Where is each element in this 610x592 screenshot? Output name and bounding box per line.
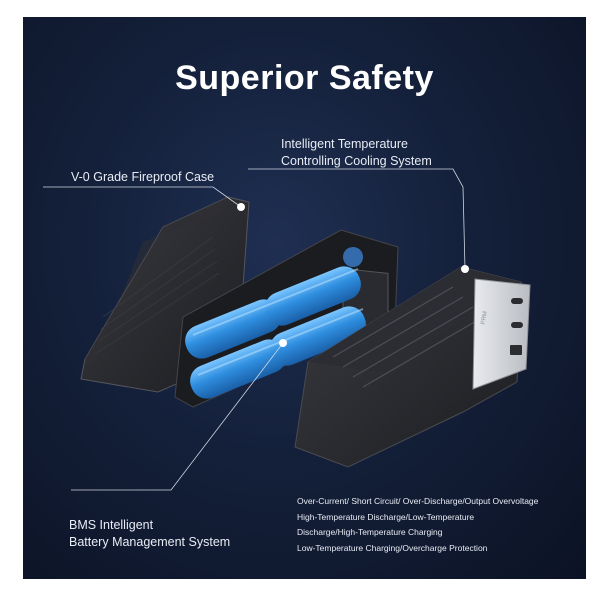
protection-line: Low-Temperature Charging/Overcharge Prot… bbox=[297, 542, 488, 553]
battery-cells-top bbox=[185, 266, 361, 359]
bms-label-line2: Battery Management System bbox=[69, 535, 231, 549]
cooling-system-label: Intelligent Temperature Controlling Cool… bbox=[281, 136, 432, 170]
callout-dots bbox=[237, 203, 469, 347]
main-housing bbox=[294, 266, 531, 468]
protection-line: Discharge/High-Temperature Charging bbox=[297, 527, 443, 537]
product-feature-panel: Superior Safety Intelligent Temperature … bbox=[23, 17, 586, 579]
fireproof-case-label: V-0 Grade Fireproof Case bbox=[71, 170, 215, 184]
battery-cells-bottom bbox=[190, 306, 366, 399]
protection-line: High-Temperature Discharge/Low-Temperatu… bbox=[297, 511, 475, 522]
bms-label: BMS Intelligent Battery Management Syste… bbox=[69, 517, 230, 551]
cooling-label-line2: Controlling Cooling System bbox=[281, 154, 432, 168]
usb-a-port bbox=[510, 345, 522, 355]
usb-c-port bbox=[511, 322, 523, 328]
usb-c-port bbox=[511, 298, 523, 304]
cooling-label-line1: Intelligent Temperature bbox=[281, 137, 408, 151]
exploded-device-illustration bbox=[43, 168, 531, 491]
protection-line: Over-Current/ Short Circuit/ Over-Discha… bbox=[297, 496, 539, 506]
protections-list: Over-Current/ Short Circuit/ Over-Discha… bbox=[297, 494, 538, 556]
callout-lines bbox=[43, 168, 466, 491]
bms-label-line1: BMS Intelligent bbox=[69, 518, 154, 532]
page-title: Superior Safety bbox=[175, 59, 434, 97]
